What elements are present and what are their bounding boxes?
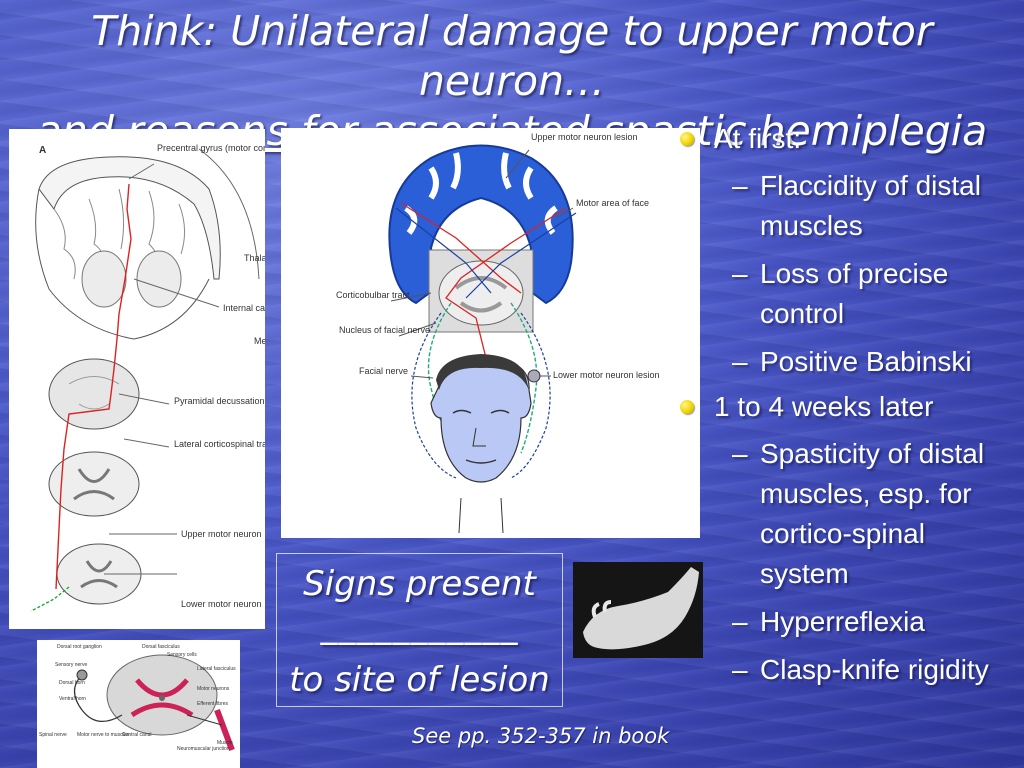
corticospinal-diagram: A Precentral gyrus (motor cortex) Thala … (30, 143, 265, 612)
dash-icon: – (732, 438, 748, 469)
label-dorsal-root-ganglion: Dorsal root ganglion (57, 644, 102, 650)
signs-present-box: Signs present ___________ to site of les… (276, 553, 563, 707)
label-motor-nerve-to-muscles: Motor nerve to muscles (77, 732, 129, 738)
label-precentral-gyrus: Precentral gyrus (motor cortex) (157, 143, 265, 153)
label-internal-capsule: Internal capsule (223, 303, 265, 313)
corticospinal-tract-figure: A Precentral gyrus (motor cortex) Thala … (9, 129, 265, 629)
label-dorsal-fasciculus: Dorsal fasciculus (142, 644, 180, 650)
book-reference: See pp. 352-357 in book (412, 724, 670, 748)
foot-illustration (573, 562, 703, 658)
sub-bullet-text: Flaccidity of distal muscles (760, 170, 981, 241)
label-lower-motor-neuron-lesion: Lower motor neuron lesion (553, 370, 660, 380)
signs-line-3: to site of lesion (289, 660, 550, 700)
babinski-foot-photo (573, 562, 703, 658)
sub-bullet-text: Positive Babinski (760, 346, 972, 377)
label-dorsal-horn: Dorsal horn (59, 680, 85, 686)
label-corticobulbar-tract: Corticobulbar tract (336, 290, 410, 300)
sub-bullet: –Clasp-knife rigidity (676, 650, 1020, 690)
sub-bullet: –Hyperreflexia (676, 602, 1020, 642)
figure-a-letter: A (39, 145, 46, 156)
dash-icon: – (732, 606, 748, 637)
sub-bullet: –Spasticity of distal muscles, esp. for … (676, 434, 1020, 594)
sub-bullet: –Flaccidity of distal muscles (676, 166, 1020, 246)
title-line-1: Think: Unilateral damage to upper motor … (91, 7, 933, 105)
sub-bullet: –Positive Babinski (676, 342, 1020, 382)
label-sensory-cells: Sensory cells (167, 652, 197, 658)
label-neuromuscular-junction: Neuromuscular junction (177, 746, 230, 752)
bullet-dot-icon (680, 400, 694, 414)
label-lateral-fasciculus: Lateral fasciculus (197, 666, 236, 672)
label-pyramidal-decussation: Pyramidal decussation (174, 396, 265, 406)
spinal-cord-section-figure: Dorsal root ganglion Sensory nerve Dorsa… (37, 640, 240, 768)
sub-bullet-text: Clasp-knife rigidity (760, 654, 989, 685)
bullet-later: 1 to 4 weeks later (676, 390, 1020, 424)
label-motor-area-of-face: Motor area of face (576, 198, 649, 208)
spinal-cord-diagram: Dorsal root ganglion Sensory nerve Dorsa… (39, 644, 236, 752)
signs-blank-line: ___________ (320, 606, 519, 646)
label-ventral-horn: Ventral horn (59, 696, 86, 702)
bullet-at-first: At first: (676, 122, 1020, 156)
facial-nerve-lesion-figure: Upper motor neuron lesion Motor area of … (281, 128, 700, 538)
label-upper-motor-neuron-lesion: Upper motor neuron lesion (531, 132, 638, 142)
label-efferent-fibres: Efferent fibres (197, 701, 229, 707)
bullet-label: 1 to 4 weeks later (714, 391, 934, 422)
label-spinal-nerve: Spinal nerve (39, 732, 67, 738)
label-thalamus: Thala (244, 253, 265, 263)
sub-bullet-text: Spasticity of distal muscles, esp. for c… (760, 438, 985, 589)
label-sensory-nerve: Sensory nerve (55, 662, 87, 668)
label-lower-motor-neuron: Lower motor neuron (181, 599, 262, 609)
label-motor-neurons: Motor neurons (197, 686, 230, 692)
facial-nerve-diagram: Upper motor neuron lesion Motor area of … (336, 132, 660, 534)
label-central-canal: Central canal (122, 732, 151, 738)
dash-icon: – (732, 654, 748, 685)
label-upper-motor-neuron: Upper motor neuron (181, 529, 262, 539)
sub-bullet-text: Hyperreflexia (760, 606, 925, 637)
label-lateral-corticospinal-tract: Lateral corticospinal tract (174, 439, 265, 449)
sub-bullet-text: Loss of precise control (760, 258, 949, 329)
bullet-dot-icon (680, 132, 694, 146)
dash-icon: – (732, 170, 748, 201)
dash-icon: – (732, 258, 748, 289)
label-muscle: Muscle (217, 740, 233, 746)
bullet-list: At first: –Flaccidity of distal muscles … (676, 122, 1020, 698)
signs-line-1: Signs present (303, 564, 536, 604)
label-medial-lemniscus: Me len (254, 336, 265, 346)
label-facial-nerve: Facial nerve (359, 366, 408, 376)
dash-icon: – (732, 346, 748, 377)
sub-bullet: –Loss of precise control (676, 254, 1020, 334)
bullet-label: At first: (714, 123, 802, 154)
label-nucleus-of-facial-nerve: Nucleus of facial nerve (339, 325, 430, 335)
